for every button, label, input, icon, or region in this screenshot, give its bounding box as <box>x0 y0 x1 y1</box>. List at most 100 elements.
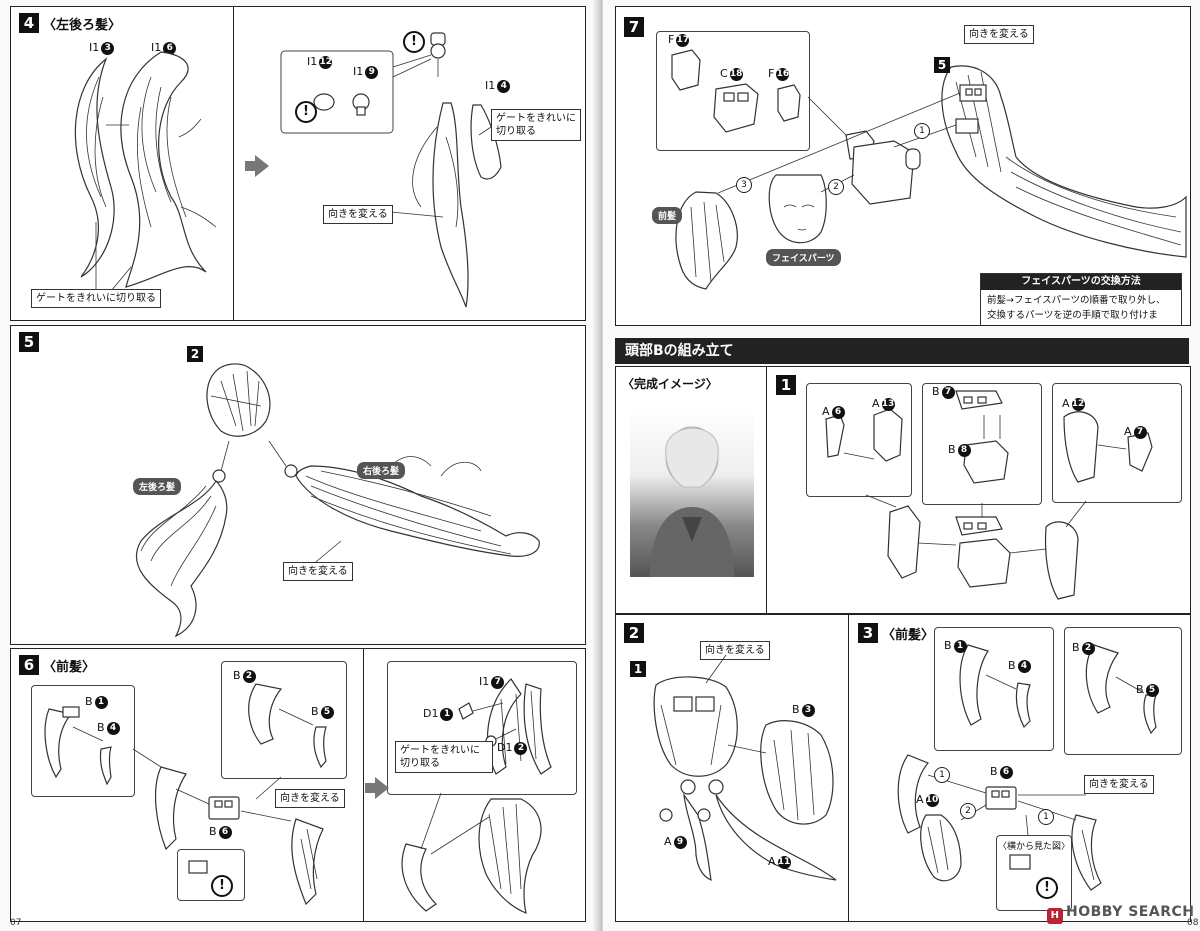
step6-divider <box>363 649 364 921</box>
step4-flow-arrow <box>245 155 269 177</box>
gate-trim-note: ゲートをきれいに切り取る <box>395 741 493 773</box>
hobby-search-logo-icon: H <box>1047 908 1063 924</box>
stepB3-number: 3 <box>858 623 878 643</box>
orient-change-label: 向きを変える <box>1084 775 1154 794</box>
head-b-top-panel: 〈完成イメージ〉 1 <box>615 366 1191 614</box>
face-parts-tag: フェイスパーツ <box>766 249 841 266</box>
left-back-hair-tag: 左後ろ髪 <box>133 478 182 495</box>
side-detail-box <box>177 849 245 901</box>
face-swap-note-line: 前髪→フェイスパーツの順番で取り外し、 <box>987 295 1166 306</box>
warning-icon: ! <box>403 31 425 53</box>
step4-number: 4 <box>19 13 39 33</box>
orient-change-label: 向きを変える <box>964 25 1034 44</box>
orient-change-label: 向きを変える <box>323 205 393 224</box>
seq-number-2: 2 <box>960 803 976 819</box>
head-b-frame-illustration <box>825 390 1153 600</box>
warning-icon: ! <box>211 875 233 897</box>
seq-number-2: 2 <box>828 179 844 195</box>
orient-change-label: 向きを変える <box>275 789 345 808</box>
stepB2-divider <box>848 615 849 921</box>
step7-sub-number: 5 <box>934 57 950 73</box>
seq-number-1: 1 <box>1038 809 1054 825</box>
right-back-hair-tag: 右後ろ髪 <box>357 462 406 479</box>
step6-flow-arrow <box>365 777 389 799</box>
stepB2-sub-number: 1 <box>630 661 646 677</box>
left-back-hair-illustration <box>74 32 502 308</box>
complete-image-divider <box>766 367 767 613</box>
step6-number: 6 <box>19 655 39 675</box>
stepB2-illustration <box>653 654 837 881</box>
page-number: 07 <box>10 918 22 928</box>
stepB2-number: 2 <box>624 623 644 643</box>
complete-image-title: 〈完成イメージ〉 <box>622 377 718 391</box>
section-title: 頭部Bの組み立て <box>615 338 1189 364</box>
side-view-label: 〈横から見た図〉 <box>998 842 1071 852</box>
step5-panel: 5 2 左後ろ髪 右後ろ髪 向きを変える <box>10 325 586 645</box>
face-swap-note-body: 前髪→フェイスパーツの順番で取り外し、 交換するパーツを逆の手順で取り付けます。 <box>981 290 1181 325</box>
bangs-assembly-illustration <box>44 678 552 914</box>
step7-number: 7 <box>624 17 644 37</box>
step6-title: 〈前髪〉 <box>43 660 96 675</box>
side-view-box <box>996 835 1072 911</box>
orient-change-label: 向きを変える <box>283 562 353 581</box>
orient-change-label: 向きを変える <box>700 641 770 660</box>
figure-photo-illustration <box>650 426 734 577</box>
page-number: 08 <box>1187 918 1199 928</box>
face-swap-note-line: 交換するパーツを逆の手順で取り付けます。 <box>987 310 1158 321</box>
front-hair-tag: 前髪 <box>652 207 683 224</box>
back-hair-assembly-illustration <box>135 363 540 638</box>
face-swap-note: フェイスパーツの交換方法 前髪→フェイスパーツの順番で取り外し、 交換するパーツ… <box>980 273 1182 325</box>
gate-trim-note: ゲートをきれいに切り取る <box>491 109 581 141</box>
warning-icon: ! <box>1036 877 1058 899</box>
stepB3-title: 〈前髪〉 <box>882 628 935 643</box>
warning-icon: ! <box>295 101 317 123</box>
gate-trim-note: ゲートをきれいに切り取る <box>31 289 161 308</box>
step5-number: 5 <box>19 332 39 352</box>
face-swap-note-title: フェイスパーツの交換方法 <box>981 274 1181 290</box>
watermark-text: HOBBY SEARCH <box>1066 904 1195 920</box>
seq-number-1: 1 <box>914 123 930 139</box>
stepB3-illustration <box>897 644 1157 891</box>
complete-image-photo <box>630 407 754 577</box>
seq-number-1: 1 <box>934 767 950 783</box>
head-assembly-illustration <box>671 49 1187 290</box>
stepB1-number: 1 <box>776 375 796 395</box>
step4-divider <box>233 7 234 320</box>
step6-panel: 6 〈前髪〉 <box>10 648 586 922</box>
